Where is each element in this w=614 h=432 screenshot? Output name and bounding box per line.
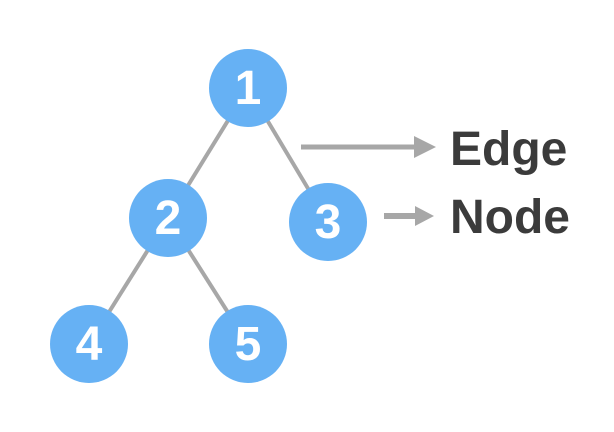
tree-node-5: 5 xyxy=(209,305,287,383)
tree-node-1-label: 1 xyxy=(234,61,262,115)
edge-pointer-arrow-head xyxy=(414,136,436,158)
tree-node-3-label: 3 xyxy=(314,195,342,249)
tree-node-5-label: 5 xyxy=(234,317,262,371)
node-pointer-arrow xyxy=(384,206,434,226)
tree-node-4: 4 xyxy=(50,305,128,383)
tree-node-2: 2 xyxy=(129,179,207,257)
tree-node-2-label: 2 xyxy=(154,191,182,245)
edge-pointer-arrow xyxy=(301,136,436,158)
tree-node-4-label: 4 xyxy=(75,317,103,371)
node-pointer-arrow-head xyxy=(415,206,434,226)
tree-node-3: 3 xyxy=(289,183,367,261)
tree-node-1: 1 xyxy=(209,49,287,127)
node-annotation-label: Node xyxy=(450,191,570,244)
edge-annotation-label: Edge xyxy=(450,123,568,176)
